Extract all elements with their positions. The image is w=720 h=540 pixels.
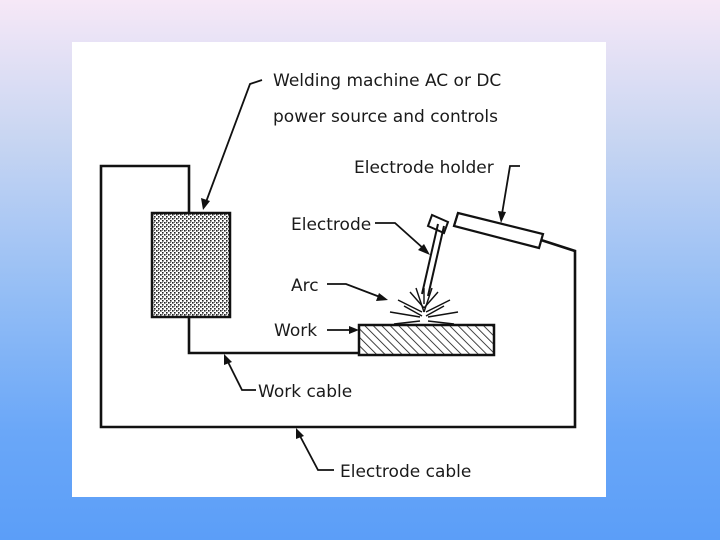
electrode-holder — [426, 211, 545, 250]
machine-label-line2: power source and controls — [273, 107, 498, 127]
electrode-cable-label: Electrode cable — [340, 462, 471, 482]
arc-leader — [327, 283, 381, 298]
electrode-leader — [375, 222, 425, 250]
electrode-cable-leader — [299, 435, 334, 471]
work-cable — [187, 317, 359, 355]
electrode-cable — [99, 164, 577, 429]
work-piece — [357, 323, 496, 357]
arc-label: Arc — [291, 276, 319, 296]
holder-label: Electrode holder — [354, 158, 494, 178]
work-cable-label: Work cable — [258, 382, 352, 402]
machine-leader — [205, 79, 263, 203]
electrode-label: Electrode — [291, 215, 371, 235]
machine-label-line1: Welding machine AC or DC — [273, 71, 501, 91]
diagram-panel: Welding machine AC or DC power source an… — [72, 42, 606, 497]
arc-burst — [389, 287, 459, 325]
electrode-rod — [421, 223, 445, 297]
welding-machine — [150, 211, 232, 319]
work-cable-leader — [227, 361, 256, 391]
work-label: Work — [274, 321, 317, 341]
welding-circuit-diagram: Welding machine AC or DC power source an… — [99, 71, 577, 482]
holder-leader — [501, 165, 520, 215]
